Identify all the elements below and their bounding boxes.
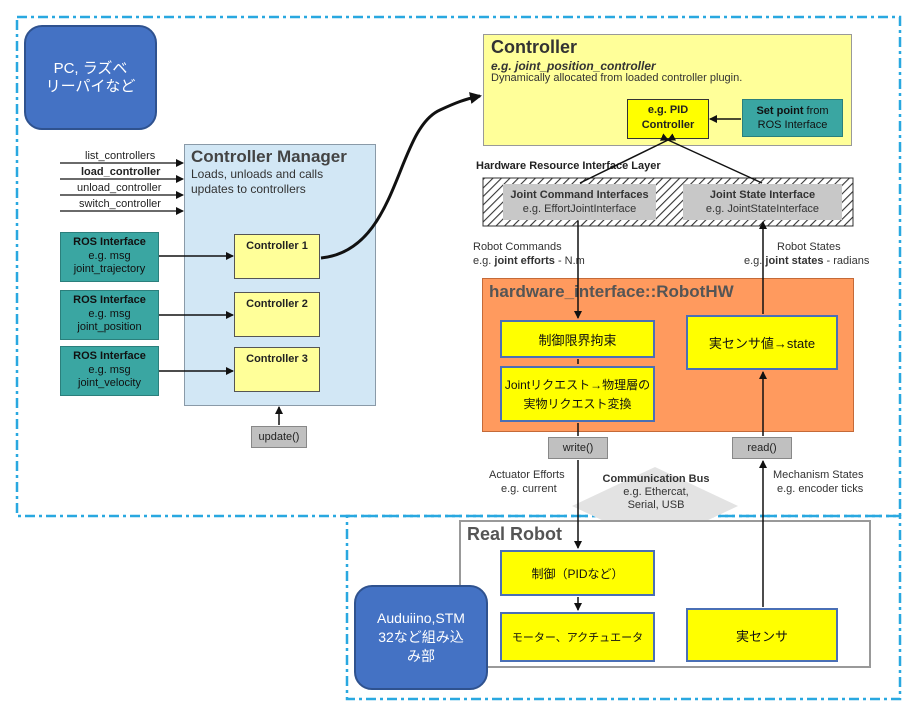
ros-interface-title: ROS Interface [73, 236, 146, 248]
control-limits-box: 制御限界拘束 [500, 320, 655, 358]
read-box: read() [732, 437, 792, 459]
mechanism-states-line-1: Mechanism States [773, 469, 864, 481]
ros-interface-topic: joint_velocity [78, 377, 141, 389]
robot-states-post: - radians [823, 255, 870, 267]
robot-control-text: 制御（PIDなど） [531, 566, 624, 581]
write-box: write() [548, 437, 608, 459]
joint-command-interfaces-box: Joint Command Interfaces e.g. EffortJoin… [503, 184, 656, 220]
service-unload-controller: unload_controller [77, 182, 162, 194]
mechanism-states-line-2: e.g. encoder ticks [777, 483, 864, 495]
ros-interface-position: ROS Interface e.g. msg joint_position [60, 290, 159, 340]
robot-states-line-2: e.g. joint states - radians [744, 255, 869, 267]
sensor-state-text: 実センサ値→state [708, 336, 816, 351]
control-limits-text: 制御限界拘束 [538, 332, 617, 348]
controller-desc: Dynamically allocated from loaded contro… [491, 72, 743, 84]
real-sensor-text: 実センサ [735, 628, 788, 644]
ros-interface-velocity: ROS Interface e.g. msg joint_velocity [60, 346, 159, 396]
request-transform-box: Jointリクエスト→物理層の 実物リクエスト変換 [500, 366, 655, 422]
motor-actuator-box: モーター、アクチュエータ [500, 612, 655, 662]
actuator-efforts-line-1: Actuator Efforts [489, 469, 565, 481]
update-text: update() [258, 431, 300, 443]
joint-state-interface-box: Joint State Interface e.g. JointStateInt… [683, 184, 842, 220]
setpoint-box: Set point from ROS Interface [742, 99, 843, 137]
robot-states-line-1: Robot States [777, 241, 841, 253]
pid-controller-line-2: Controller [641, 119, 695, 131]
pc-label-line-1: PC, ラズベ [53, 60, 128, 77]
ros-interface-topic: joint_trajectory [73, 263, 146, 275]
communication-bus-label: Communication Bus e.g. Ethercat, Serial,… [590, 473, 722, 512]
motor-actuator-text: モーター、アクチュエータ [511, 632, 644, 644]
sensor-state-box: 実センサ値→state [686, 315, 838, 370]
ros-interface-msg: e.g. msg [88, 363, 131, 376]
setpoint-bold: Set point [756, 105, 804, 117]
real-sensor-box: 実センサ [686, 608, 838, 662]
hw-layer-title: Hardware Resource Interface Layer [476, 160, 661, 172]
robot-states-pre: e.g. [744, 255, 766, 267]
robot-states-bold: joint states [765, 255, 824, 267]
joint-command-title: Joint Command Interfaces [510, 189, 649, 201]
controller-manager-title: Controller Manager [191, 147, 347, 166]
controller-2-label: Controller 2 [246, 298, 308, 310]
controller-1-label: Controller 1 [246, 240, 308, 252]
actuator-efforts-line-2: e.g. current [501, 483, 557, 495]
setpoint-rest: from [803, 105, 829, 117]
controller-example: e.g. joint_position_controller [491, 59, 656, 73]
pc-label-line-2: リーパイなど [45, 78, 136, 95]
read-text: read() [747, 442, 777, 454]
ros-interface-title: ROS Interface [73, 350, 146, 362]
real-robot-title: Real Robot [467, 524, 563, 544]
ros-interface-title: ROS Interface [73, 294, 146, 306]
request-transform-line-2: 実物リクエスト変換 [523, 397, 632, 411]
joint-state-sub: e.g. JointStateInterface [705, 203, 820, 215]
pid-controller-line-1: e.g. PID [647, 104, 689, 116]
embedded-label-line-2: 32など組み込 [378, 629, 464, 645]
ros-interface-msg: e.g. msg [88, 307, 131, 320]
service-load-controller: load_controller [81, 166, 161, 178]
robot-commands-bold: joint efforts [494, 255, 555, 267]
write-text: write() [562, 442, 594, 454]
setpoint-line-2: ROS Interface [757, 119, 828, 131]
controller-title: Controller [491, 37, 578, 57]
robot-commands-pre: e.g. [473, 255, 495, 267]
ros-interface-topic: joint_position [77, 321, 142, 333]
communication-bus-title: Communication Bus [602, 473, 710, 485]
robot-commands-line-1: Robot Commands [473, 241, 562, 253]
controller-manager-desc-1: Loads, unloads and calls [191, 167, 324, 181]
controller-3-label: Controller 3 [246, 353, 308, 365]
embedded-label-line-3: み部 [407, 648, 435, 664]
controller-1-box: Controller 1 [234, 234, 320, 279]
request-transform-line-1: Jointリクエスト→物理層の [504, 378, 651, 392]
service-switch-controller: switch_controller [79, 198, 161, 210]
ros-interface-msg: e.g. msg [88, 249, 131, 262]
joint-command-sub: e.g. EffortJointInterface [522, 203, 637, 215]
embedded-label: Auduiino,STM 32など組み込 み部 [354, 585, 488, 690]
ros-interface-trajectory: ROS Interface e.g. msg joint_trajectory [60, 232, 159, 282]
joint-state-title: Joint State Interface [709, 189, 816, 201]
service-list-controllers: list_controllers [85, 150, 156, 162]
controller-3-box: Controller 3 [234, 347, 320, 392]
communication-bus-line-3: Serial, USB [627, 499, 685, 511]
controller-manager-desc-2: updates to controllers [191, 182, 306, 196]
update-box: update() [251, 426, 307, 448]
communication-bus-line-2: e.g. Ethercat, [623, 486, 689, 498]
embedded-label-line-1: Auduiino,STM [377, 610, 465, 626]
controller-2-box: Controller 2 [234, 292, 320, 337]
pc-raspberry-pi-label: PC, ラズベ リーパイなど [24, 25, 157, 130]
robot-control-box: 制御（PIDなど） [500, 550, 655, 596]
robothw-title: hardware_interface::RobotHW [489, 282, 734, 301]
